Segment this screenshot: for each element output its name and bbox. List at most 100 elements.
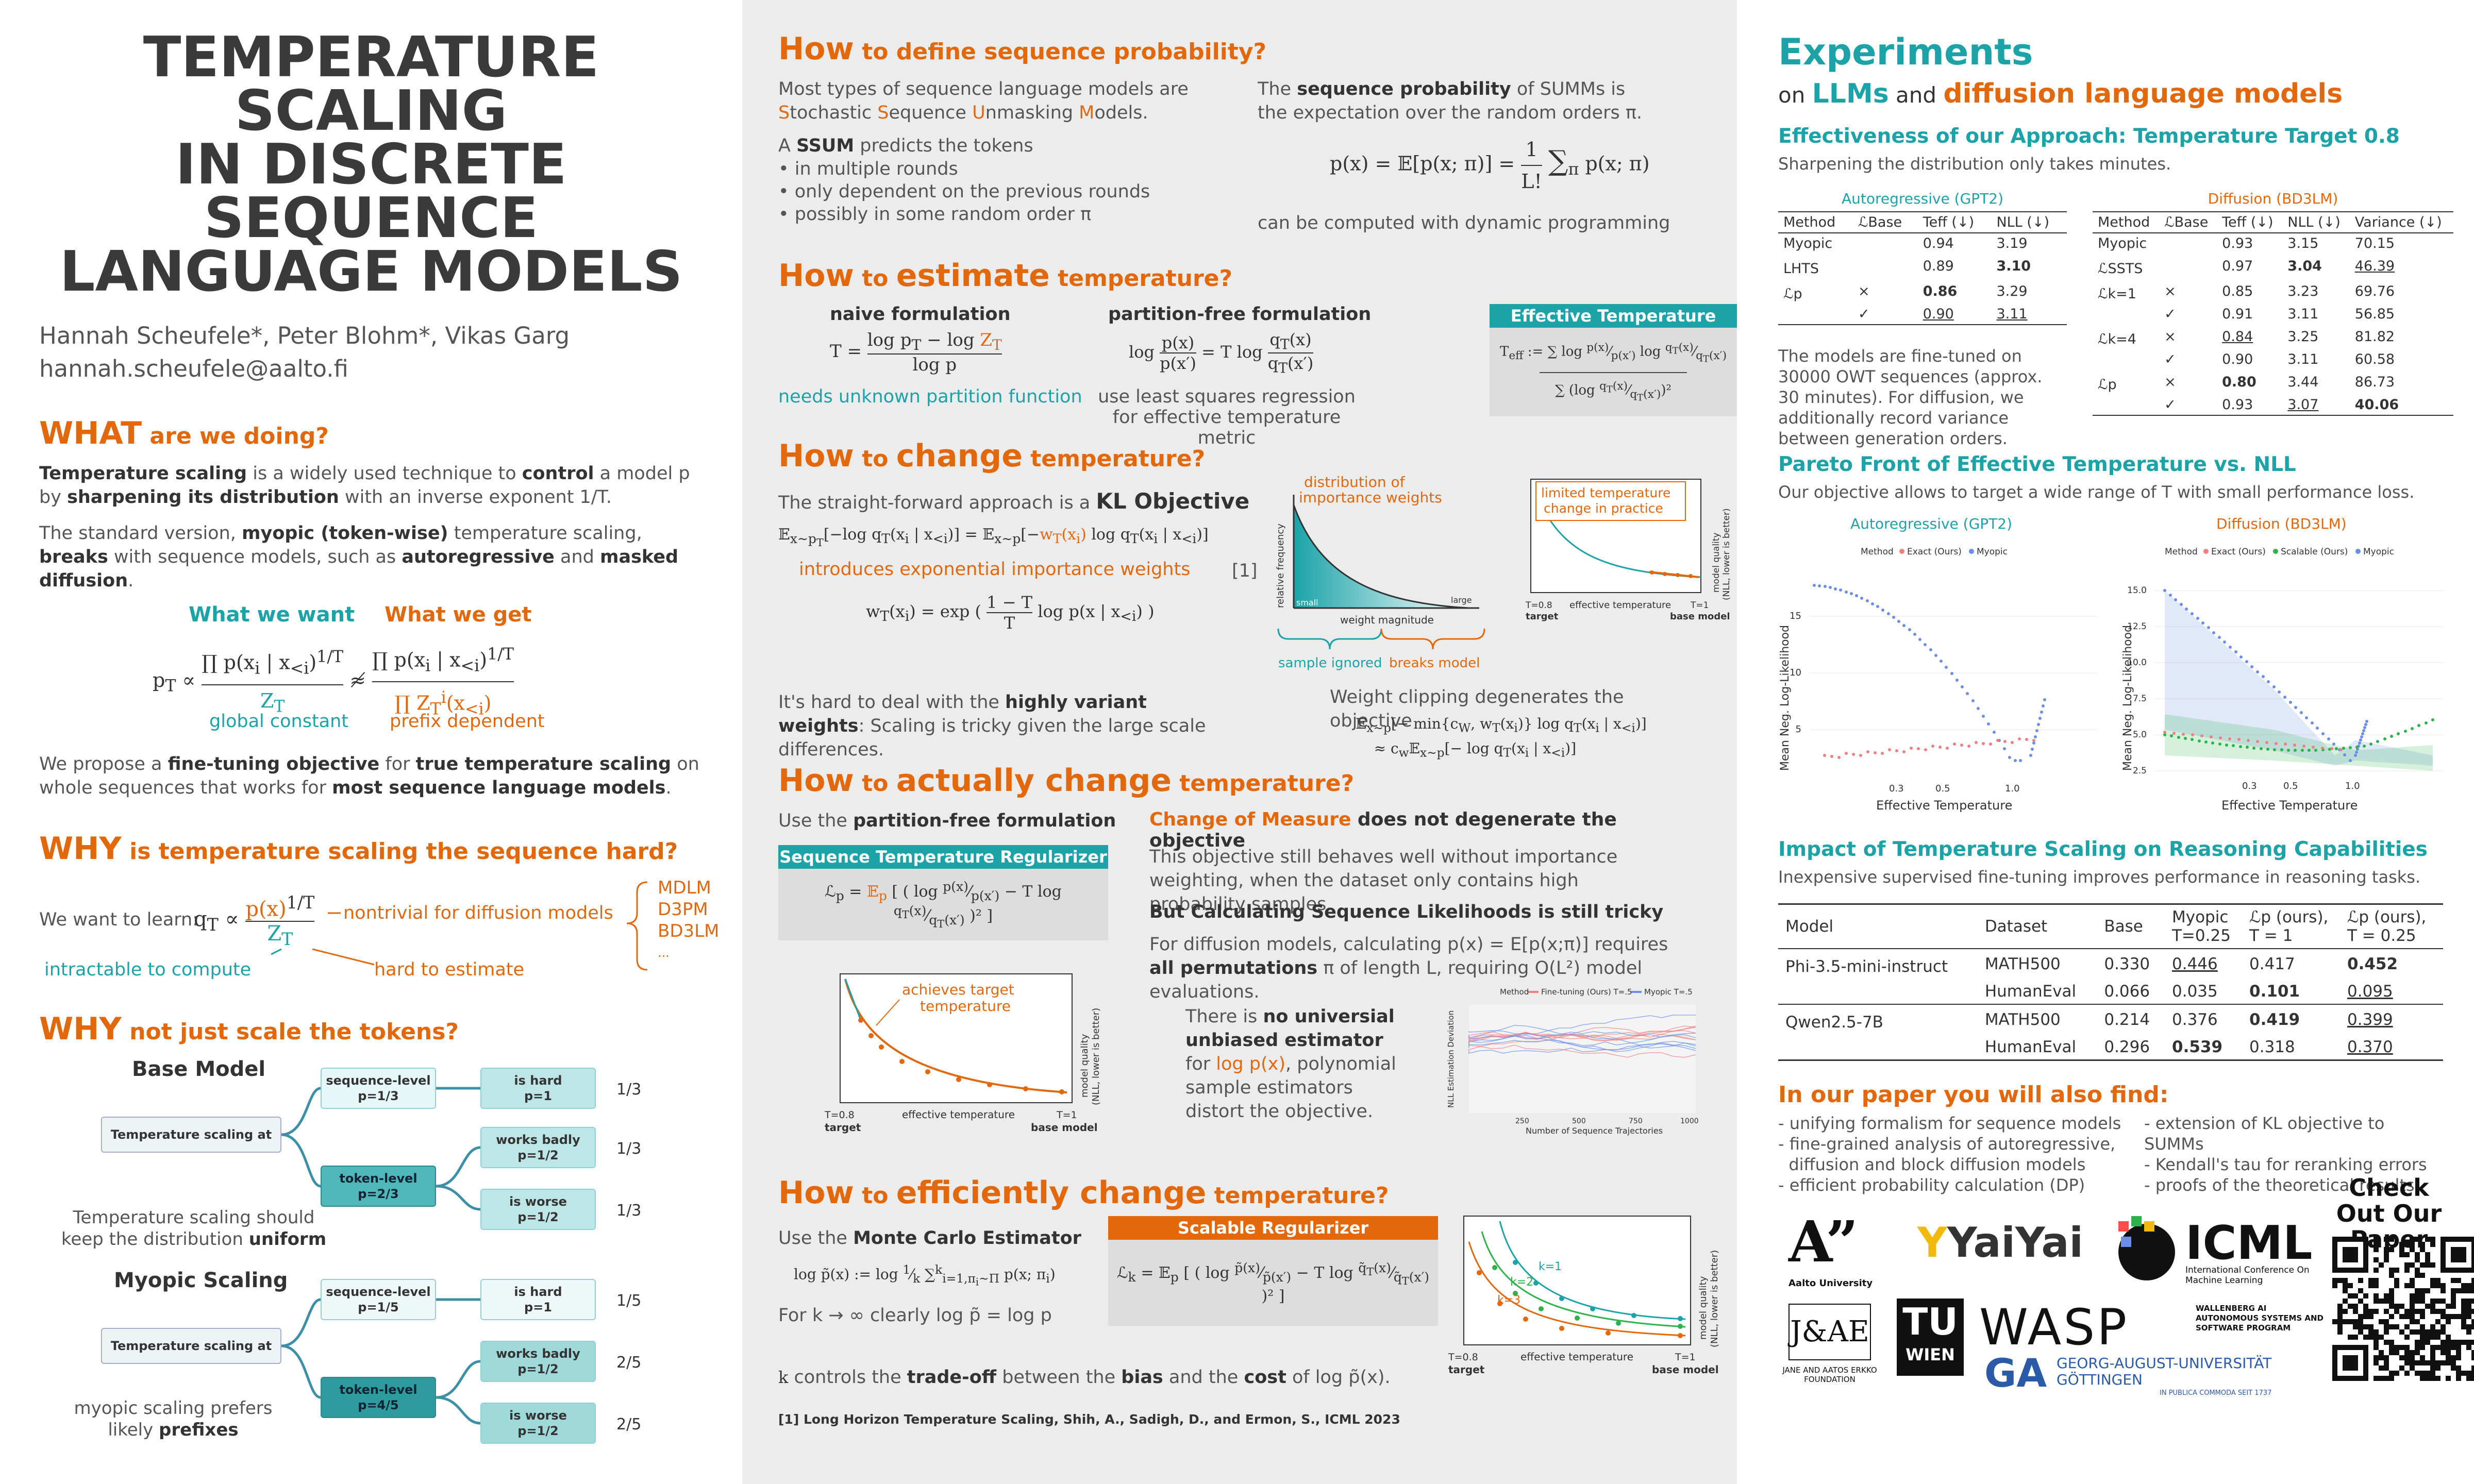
qr-cell <box>2373 1237 2379 1242</box>
k-dot <box>1678 1324 1683 1329</box>
qr-cell <box>2420 1273 2425 1278</box>
qr-cell <box>2373 1283 2379 1288</box>
qr-cell <box>2410 1350 2415 1355</box>
qr-cell <box>2384 1298 2389 1304</box>
pdf-exact-point <box>2219 736 2222 739</box>
qr-cell <box>2420 1355 2425 1360</box>
pdf-xtick: 1.0 <box>2345 781 2360 791</box>
pdf-scalable-point <box>2170 734 2173 737</box>
qr-cell <box>2446 1350 2451 1355</box>
pdf-myopic-point <box>2332 743 2335 746</box>
qr-cell <box>2410 1329 2415 1335</box>
why2-heading: WHY not just scale the tokens? <box>39 1011 459 1047</box>
pdf-myopic-point <box>2223 640 2226 644</box>
jae-logo: J&AE <box>1788 1304 1871 1360</box>
pdf-scalable-point <box>2369 743 2372 746</box>
qr-cell <box>2363 1314 2368 1319</box>
pf-label: partition-free formulation <box>1108 304 1372 325</box>
lc-ylab2: (NLL, lower is better) <box>1721 508 1732 600</box>
par-myopic-point <box>1897 620 1900 623</box>
qr-cell <box>2379 1350 2384 1355</box>
pdf-scalable-point <box>2198 739 2201 743</box>
qr-cell <box>2415 1252 2420 1257</box>
pdf-myopic-point <box>2359 738 2362 741</box>
qr-cell <box>2420 1262 2425 1268</box>
par-exact-point <box>1852 753 1855 756</box>
qr-cell <box>2384 1355 2389 1360</box>
pdf-scalable-point <box>2363 745 2366 748</box>
qr-cell <box>2430 1371 2435 1376</box>
par-exact-point <box>1859 754 1862 757</box>
qr-cell <box>2435 1376 2440 1381</box>
ach-xlab: effective temperature <box>902 1108 1015 1121</box>
qr-cell <box>2410 1319 2415 1324</box>
exp-subtitle: on LLMs and diffusion language models <box>1778 78 2343 109</box>
qr-cell <box>2440 1329 2446 1335</box>
qr-cell <box>2373 1257 2379 1262</box>
qr-cell <box>2410 1365 2415 1371</box>
qr-cell <box>2415 1237 2420 1242</box>
qr-cell <box>2410 1293 2415 1298</box>
diff-title: Diffusion (BD3LM) <box>2093 190 2453 212</box>
par-myopic-point <box>1977 707 1980 710</box>
qr-cell <box>2451 1355 2456 1360</box>
qr-cell <box>2425 1376 2430 1381</box>
pdf-myopic-point <box>2163 589 2166 592</box>
email[interactable]: hannah.scheufele@aalto.fi <box>39 355 348 382</box>
qr-cell <box>2451 1360 2456 1365</box>
par-myopic-point <box>1929 648 1932 651</box>
seq-reg-formula: ℒp = 𝔼p [ ( log p(x)⁄p(x′) − T log qT(x)… <box>778 869 1108 940</box>
qr-cell <box>2430 1237 2435 1242</box>
mc-formula: log p̃(x) := log 1⁄k ∑ki=1,πi∼Π p(x; πi) <box>794 1262 1056 1288</box>
qr-cell <box>2404 1309 2410 1314</box>
k-dot <box>1606 1330 1611 1336</box>
qr-code-icon[interactable] <box>2332 1237 2474 1381</box>
par-exact-point <box>2018 737 2021 740</box>
qr-cell <box>2425 1304 2430 1309</box>
qr-cell <box>2394 1268 2399 1273</box>
pdf-scalable-point <box>2383 737 2386 740</box>
aalto-name: Aalto University <box>1788 1278 1873 1289</box>
par-myopic-point <box>1924 643 1927 646</box>
qr-cell <box>2389 1304 2394 1309</box>
seq-reg-box: Sequence Temperature Regularizer ℒp = 𝔼p… <box>778 845 1108 940</box>
reason-title: Impact of Temperature Scaling on Reasoni… <box>1778 838 2428 861</box>
qr-cell <box>2368 1335 2373 1340</box>
column-middle: How to define sequence probability? Most… <box>742 0 1737 1484</box>
par-myopic-point <box>1876 605 1879 608</box>
what-formula: What we want What we get pT ∝ ∏ p(xi | x… <box>39 603 703 742</box>
qr-cell <box>2410 1314 2415 1319</box>
kc-t1: T=1 <box>1675 1352 1696 1363</box>
par-myopic-point <box>2019 759 2022 762</box>
qr-cell <box>2446 1335 2451 1340</box>
base-ts-node: Temperature scaling at <box>101 1117 281 1153</box>
want-label: What we want <box>189 603 355 627</box>
pdf-scalable-point <box>2191 738 2194 741</box>
par-myopic-point <box>1918 638 1921 641</box>
qr-cell <box>2348 1293 2353 1298</box>
qr-cell <box>2466 1371 2471 1376</box>
pdf-myopic-point <box>2272 685 2276 688</box>
par-exact-point <box>1960 744 1963 747</box>
qr-cell <box>2404 1335 2410 1340</box>
qr-cell <box>2435 1329 2440 1335</box>
qr-cell <box>2435 1365 2440 1371</box>
qr-cell <box>2343 1278 2348 1283</box>
qr-cell <box>2440 1283 2446 1288</box>
qr-cell <box>2446 1376 2451 1381</box>
qr-cell <box>2435 1319 2440 1324</box>
nd-trace <box>1468 1042 1696 1058</box>
qr-cell <box>2399 1345 2404 1350</box>
qr-cell <box>2420 1335 2425 1340</box>
base-frac-3: 1/3 <box>616 1202 642 1220</box>
clip-formula: 𝔼x∼p[− min{cW, wT(xi)} log qT(xi | x<i)]… <box>1356 715 1647 760</box>
k-dot <box>1477 1270 1482 1275</box>
par-exact-point <box>1917 747 1920 750</box>
pdf-scalable-point <box>2211 741 2214 745</box>
par-ytick: 5 <box>1796 724 1801 735</box>
qr-cell <box>2332 1319 2337 1324</box>
pdf-exact-point <box>2237 738 2241 741</box>
pdf-exact-point <box>2265 741 2268 744</box>
